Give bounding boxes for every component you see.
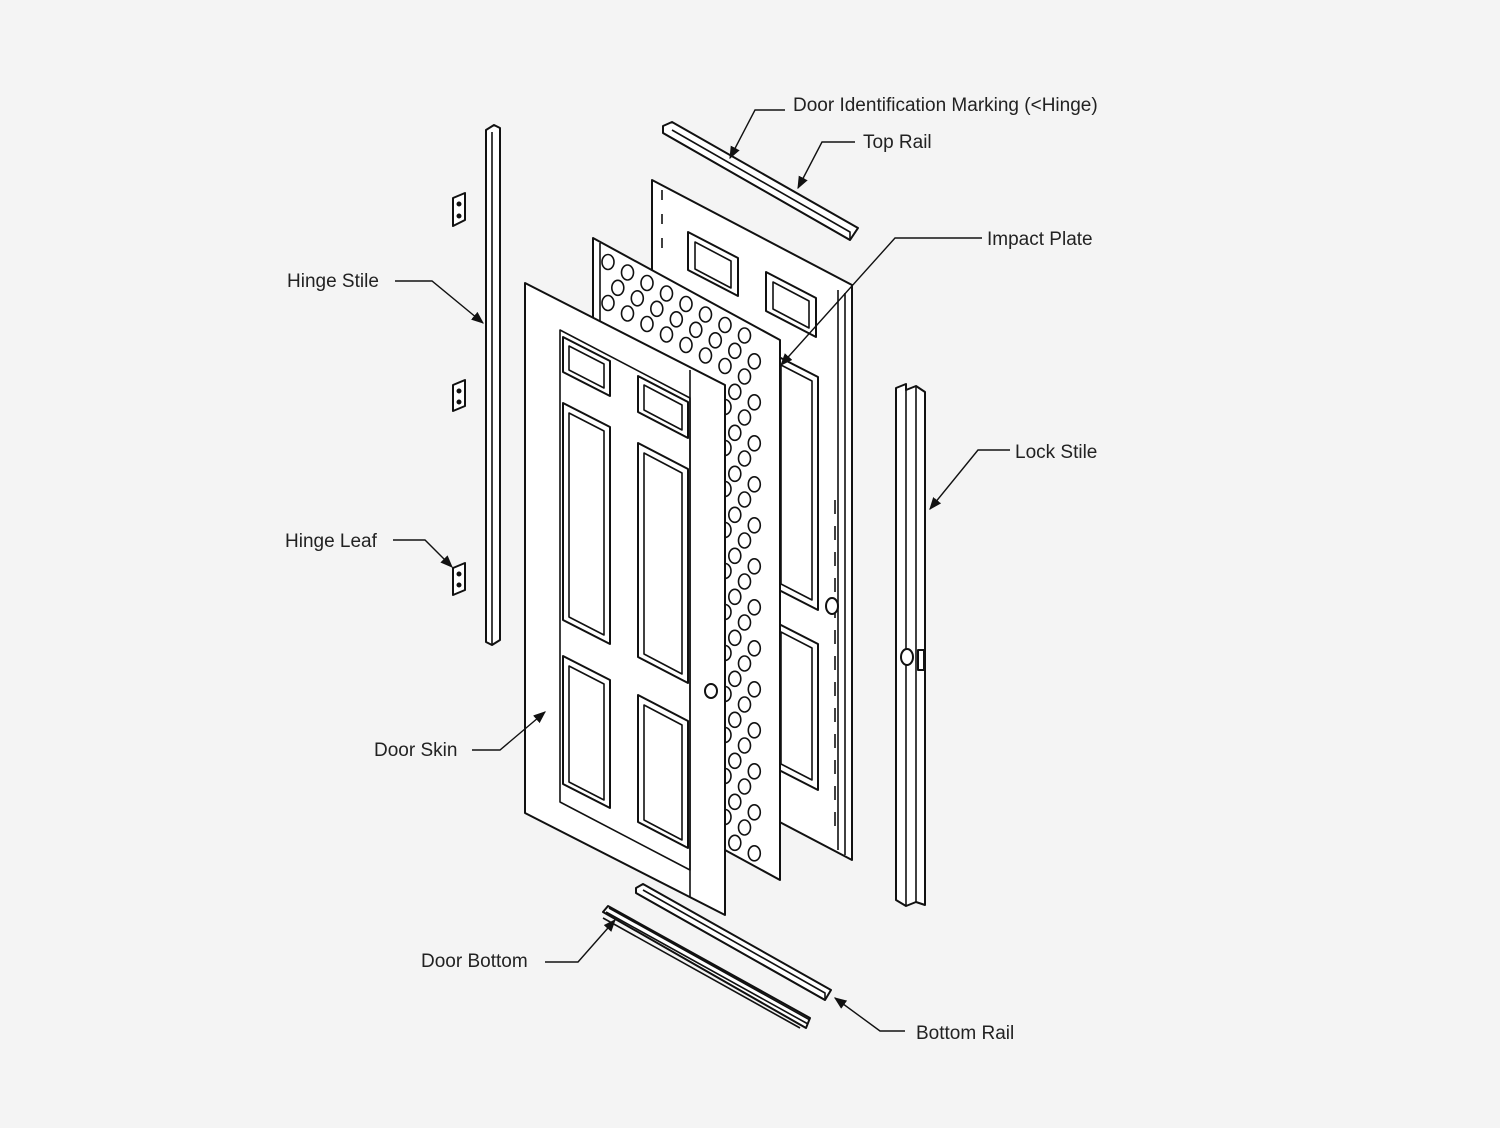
impact-plate-hole: [727, 588, 742, 606]
impact-plate-hole: [601, 294, 615, 312]
impact-plate-hole: [679, 336, 693, 354]
impact-plate-hole: [718, 357, 732, 375]
impact-plate-hole: [727, 752, 742, 770]
impact-plate-hole: [601, 253, 615, 271]
impact-plate-hole: [747, 803, 762, 821]
impact-plate-hole: [737, 409, 752, 426]
impact-plate-hole: [688, 321, 703, 339]
hinge-stile: [485, 124, 501, 646]
impact-plate-hole: [727, 383, 742, 401]
impact-plate-hole: [747, 598, 762, 616]
impact-plate-hole: [727, 424, 742, 442]
label-bottom-rail: Bottom Rail: [916, 1023, 1014, 1044]
impact-plate-hole: [620, 305, 635, 322]
impact-plate-hole: [747, 434, 762, 452]
impact-plate-hole: [747, 762, 762, 780]
impact-plate-hole: [640, 315, 654, 333]
bottom-rail: [635, 883, 832, 1001]
impact-plate-hole: [727, 342, 742, 360]
impact-plate-hole: [669, 310, 684, 328]
impact-plate-hole: [727, 506, 742, 524]
impact-plate-hole: [708, 331, 723, 349]
impact-plate-hole: [737, 655, 752, 672]
label-hinge-leaf: Hinge Leaf: [285, 531, 378, 552]
label-lock-stile: Lock Stile: [1015, 442, 1097, 463]
impact-plate-hole: [737, 491, 752, 508]
impact-plate-hole: [737, 368, 752, 385]
impact-plate-hole: [727, 670, 742, 688]
impact-plate-hole: [747, 475, 762, 493]
impact-plate-hole: [737, 450, 752, 467]
impact-plate-hole: [659, 285, 674, 302]
impact-plate-hole: [737, 614, 752, 631]
door-bottom: [602, 905, 811, 1029]
impact-plate-hole: [727, 834, 742, 852]
impact-plate-hole: [620, 264, 635, 281]
impact-plate-hole: [747, 516, 762, 534]
leader-lines: [393, 109, 1010, 1032]
impact-plate-hole: [737, 573, 752, 590]
label-door-skin: Door Skin: [374, 740, 457, 761]
impact-plate-hole: [649, 300, 664, 318]
label-impact-plate: Impact Plate: [987, 229, 1093, 250]
impact-plate-hole: [747, 393, 762, 411]
impact-plate-hole: [698, 347, 713, 364]
impact-plate-hole: [747, 844, 762, 862]
impact-plate-hole: [698, 306, 713, 323]
impact-plate-hole: [679, 295, 693, 313]
impact-plate-hole: [747, 557, 762, 575]
impact-plate-hole: [747, 639, 762, 657]
lock-stile: [895, 383, 926, 907]
impact-plate-hole: [727, 711, 742, 729]
impact-plate-hole: [727, 793, 742, 811]
impact-plate-hole: [747, 721, 762, 739]
label-top-rail: Top Rail: [863, 132, 932, 153]
impact-plate-hole: [727, 629, 742, 647]
impact-plate-hole: [610, 279, 625, 297]
label-door-bottom: Door Bottom: [421, 951, 528, 972]
impact-plate-hole: [747, 352, 762, 370]
top-rail: [662, 121, 859, 241]
impact-plate-hole: [630, 289, 645, 307]
impact-plate-hole: [727, 465, 742, 483]
label-hinge-stile: Hinge Stile: [287, 271, 379, 292]
impact-plate-hole: [737, 532, 752, 549]
hinge-leaf-middle: [452, 379, 466, 412]
impact-plate-hole: [737, 696, 752, 713]
impact-plate-hole: [659, 326, 674, 343]
impact-plate-hole: [737, 737, 752, 754]
label-door-identification-marking: Door Identification Marking (<Hinge): [793, 95, 1098, 116]
impact-plate-hole: [640, 274, 654, 292]
impact-plate-hole: [727, 547, 742, 565]
front-door-skin: [524, 282, 726, 916]
impact-plate-hole: [737, 819, 752, 836]
impact-plate-hole: [737, 327, 752, 344]
impact-plate-hole: [747, 680, 762, 698]
hinge-leaf-top: [452, 192, 466, 227]
impact-plate-hole: [737, 778, 752, 795]
impact-plate-hole: [718, 316, 732, 334]
hinge-leaf-bottom: [452, 562, 466, 596]
